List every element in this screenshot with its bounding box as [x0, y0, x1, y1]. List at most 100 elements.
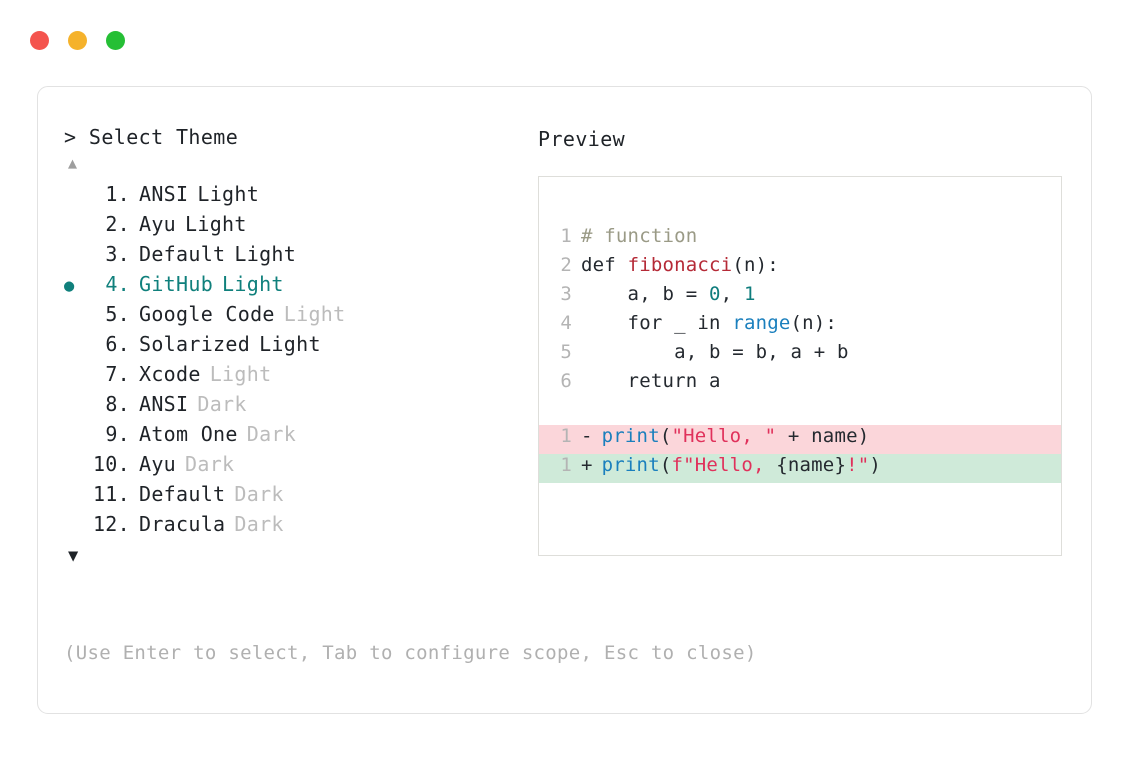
- code-token-string: "Hello, ": [671, 425, 777, 447]
- code-token-builtin: print: [601, 454, 660, 476]
- theme-item-variant: Light: [209, 362, 272, 386]
- code-line: 3 a, b = 0, 1: [539, 283, 1061, 312]
- code-token-plain: (n):: [790, 312, 838, 334]
- theme-item-index: 8.: [105, 392, 130, 416]
- code-token-builtin: print: [601, 425, 660, 447]
- theme-item-variant: Light: [197, 182, 260, 206]
- theme-item-index: 12.: [92, 512, 130, 536]
- theme-item-name: Dracula: [139, 512, 226, 536]
- theme-list-item[interactable]: 3. Default Light: [64, 242, 524, 272]
- theme-item-variant: Dark: [246, 422, 297, 446]
- code-token-keyword: def: [581, 254, 628, 276]
- code-token-string: !": [846, 454, 870, 476]
- theme-item-variant: Light: [283, 302, 346, 326]
- window-controls: [30, 31, 125, 50]
- theme-item-index: 4.: [105, 272, 130, 296]
- minimize-window-button[interactable]: [68, 31, 87, 50]
- theme-item-variant: Light: [222, 272, 284, 296]
- code-token-func: fibonacci: [627, 254, 733, 276]
- theme-list-item[interactable]: 12. Dracula Dark: [64, 512, 524, 542]
- diff-line-add: 1+print(f"Hello, {name}!"): [539, 454, 1061, 483]
- theme-list-item[interactable]: 2. Ayu Light: [64, 212, 524, 242]
- code-line-content: a, b = 0, 1: [581, 283, 756, 305]
- theme-item-name: Ayu: [139, 452, 177, 476]
- code-token-plain: for _ in: [581, 312, 733, 334]
- close-window-button[interactable]: [30, 31, 49, 50]
- code-token-plain: a, b =: [581, 283, 710, 305]
- theme-item-name: Google Code: [139, 302, 275, 326]
- theme-item-variant: Dark: [185, 452, 235, 476]
- theme-item-index: 2.: [105, 212, 130, 236]
- theme-item-variant: Light: [185, 212, 247, 236]
- theme-item-name: Xcode: [139, 362, 201, 386]
- code-spacer: [539, 399, 1061, 425]
- code-token-comment: # function: [581, 225, 698, 247]
- scroll-down-icon[interactable]: ▼: [68, 546, 79, 566]
- maximize-window-button[interactable]: [106, 31, 125, 50]
- theme-item-index: 7.: [105, 362, 130, 386]
- code-line-number: 5: [560, 341, 572, 363]
- theme-list-item[interactable]: 5. Google Code Light: [64, 302, 524, 332]
- theme-item-variant: Dark: [234, 482, 284, 506]
- code-line-number: 2: [560, 254, 572, 276]
- code-line-content: def fibonacci(n):: [581, 254, 779, 276]
- code-token-number: 1: [743, 283, 756, 305]
- code-token-builtin: range: [732, 312, 791, 334]
- prompt-label: > Select Theme: [64, 125, 239, 149]
- theme-list-item[interactable]: ● 4. GitHub Light: [64, 272, 524, 302]
- code-token-plain: + name): [776, 425, 870, 447]
- preview-diff-listing: 1-print("Hello, " + name)1+print(f"Hello…: [539, 425, 1061, 483]
- theme-list-item[interactable]: 11. Default Dark: [64, 482, 524, 512]
- theme-list-item[interactable]: 7. Xcode Light: [64, 362, 524, 392]
- diff-line-content: print(f"Hello, {name}!"): [602, 454, 881, 476]
- code-token-string: f"Hello,: [671, 454, 777, 476]
- diff-line-number: 1: [560, 454, 572, 476]
- code-line-content: # function: [581, 225, 697, 247]
- code-token-plain: (: [659, 454, 672, 476]
- theme-item-index: 11.: [92, 482, 130, 506]
- code-line: 6 return a: [539, 370, 1061, 399]
- theme-item-index: 5.: [105, 302, 130, 326]
- theme-item-name: Atom One: [139, 422, 238, 446]
- theme-item-index: 3.: [105, 242, 130, 266]
- theme-item-index: 6.: [105, 332, 130, 356]
- diff-line-number: 1: [560, 425, 572, 447]
- code-token-plain: ): [869, 454, 882, 476]
- scroll-up-icon[interactable]: ▲: [68, 154, 78, 172]
- theme-item-name: Solarized: [139, 332, 251, 356]
- theme-item-name: Default: [139, 242, 226, 266]
- code-line: 1 # function: [539, 225, 1061, 254]
- code-line-number: 3: [560, 283, 572, 305]
- code-token-plain: ,: [720, 283, 744, 305]
- code-token-plain: a, b = b, a + b: [581, 341, 849, 363]
- theme-item-variant: Light: [234, 242, 297, 266]
- code-token-plain: {name}: [776, 454, 847, 476]
- code-line-number: 4: [560, 312, 572, 334]
- code-line-number: 1: [560, 225, 572, 247]
- theme-item-variant: Dark: [234, 512, 284, 536]
- code-line: 4 for _ in range(n):: [539, 312, 1061, 341]
- theme-item-variant: Dark: [197, 392, 247, 416]
- keyboard-hint: (Use Enter to select, Tab to configure s…: [64, 642, 757, 664]
- theme-item-name: GitHub: [139, 272, 214, 296]
- theme-item-name: Ayu: [139, 212, 177, 236]
- code-token-plain: return a: [581, 370, 721, 392]
- code-line-content: a, b = b, a + b: [581, 341, 849, 363]
- preview-label: Preview: [538, 127, 626, 151]
- theme-item-name: ANSI: [139, 182, 189, 206]
- code-line-content: for _ in range(n):: [581, 312, 837, 334]
- code-token-plain: (n):: [732, 254, 779, 276]
- selected-bullet-icon: ●: [64, 276, 75, 296]
- diff-line-content: print("Hello, " + name): [602, 425, 870, 447]
- theme-item-name: Default: [139, 482, 226, 506]
